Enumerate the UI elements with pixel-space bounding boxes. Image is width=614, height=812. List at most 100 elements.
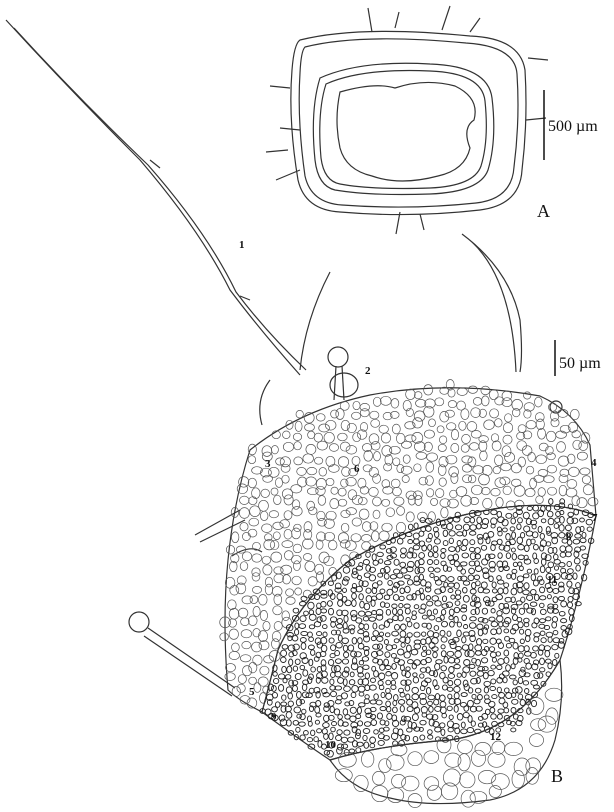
- cell: [220, 633, 229, 641]
- cell: [319, 424, 330, 432]
- cell: [531, 700, 536, 706]
- cell: [394, 497, 404, 505]
- cell: [274, 495, 282, 504]
- cell: [404, 652, 410, 658]
- cell: [385, 666, 391, 670]
- cell: [436, 580, 442, 585]
- cell: [364, 624, 369, 630]
- cell: [464, 625, 468, 629]
- cell: [426, 462, 434, 472]
- cell: [491, 714, 497, 719]
- cell: [523, 574, 529, 578]
- cell: [230, 561, 238, 571]
- cell: [392, 663, 397, 669]
- cell: [470, 589, 476, 594]
- cell: [497, 616, 503, 622]
- cell: [269, 511, 278, 518]
- cell: [259, 641, 269, 650]
- cell: [460, 772, 475, 788]
- cell: [354, 775, 369, 791]
- cell: [416, 399, 426, 407]
- cell: [518, 622, 523, 628]
- cell: [570, 409, 579, 419]
- cell: [258, 631, 267, 642]
- cell: [358, 497, 367, 505]
- cell: [470, 443, 479, 451]
- cell: [434, 699, 439, 705]
- cell: [484, 681, 491, 686]
- cell: [559, 563, 565, 567]
- cell: [529, 734, 543, 747]
- cell: [536, 419, 544, 430]
- cell: [567, 480, 577, 489]
- cell: [370, 714, 375, 719]
- cell: [463, 581, 469, 585]
- cell: [286, 687, 292, 693]
- cell: [360, 409, 369, 417]
- cell: [342, 744, 348, 748]
- cell: [232, 532, 239, 543]
- cell: [479, 474, 490, 485]
- cell: [408, 660, 414, 664]
- cell: [449, 715, 453, 720]
- cell: [359, 624, 364, 629]
- cell: [545, 650, 550, 657]
- cell: [440, 723, 445, 728]
- cell: [393, 707, 398, 713]
- cell: [530, 602, 537, 606]
- cell: [414, 605, 419, 609]
- cell: [461, 702, 467, 707]
- cell: [440, 702, 446, 708]
- cell: [283, 431, 291, 439]
- cell: [503, 702, 508, 708]
- cell: [338, 499, 347, 506]
- cell: [468, 386, 477, 393]
- cell: [316, 478, 326, 489]
- cell: [280, 719, 287, 726]
- cell: [511, 573, 515, 579]
- cell: [302, 709, 306, 714]
- cell: [489, 554, 495, 559]
- callout-12: 12: [490, 731, 502, 743]
- cell: [560, 546, 566, 552]
- cell: [373, 771, 385, 785]
- cell: [365, 695, 369, 699]
- cell: [440, 707, 446, 714]
- cell: [503, 435, 512, 444]
- cell: [458, 754, 470, 771]
- cell: [292, 636, 298, 641]
- cell: [230, 586, 239, 596]
- cell: [469, 664, 475, 668]
- callout-10: 10: [325, 739, 337, 751]
- cell: [320, 616, 326, 622]
- cell: [362, 751, 374, 767]
- cell: [400, 720, 405, 725]
- cell: [386, 645, 392, 651]
- cell: [506, 553, 510, 559]
- cell: [308, 431, 315, 439]
- cell: [533, 580, 538, 586]
- cell: [282, 475, 289, 483]
- cell: [392, 673, 398, 680]
- cell: [343, 588, 347, 592]
- cell: [377, 713, 382, 719]
- cell: [502, 671, 509, 676]
- cell: [384, 561, 391, 565]
- cell: [531, 574, 535, 581]
- cell: [446, 602, 452, 607]
- cell: [364, 603, 370, 610]
- cell: [384, 463, 392, 471]
- cell: [546, 506, 551, 511]
- cell: [370, 685, 377, 690]
- cell: [419, 553, 425, 559]
- cell: [252, 568, 260, 576]
- cell: [449, 547, 456, 552]
- cell: [518, 545, 525, 550]
- cell: [414, 640, 421, 644]
- cell: [396, 433, 405, 443]
- cell: [292, 681, 298, 686]
- cell: [506, 693, 512, 699]
- cell: [378, 681, 383, 686]
- cell: [248, 478, 256, 488]
- cell: [300, 602, 307, 606]
